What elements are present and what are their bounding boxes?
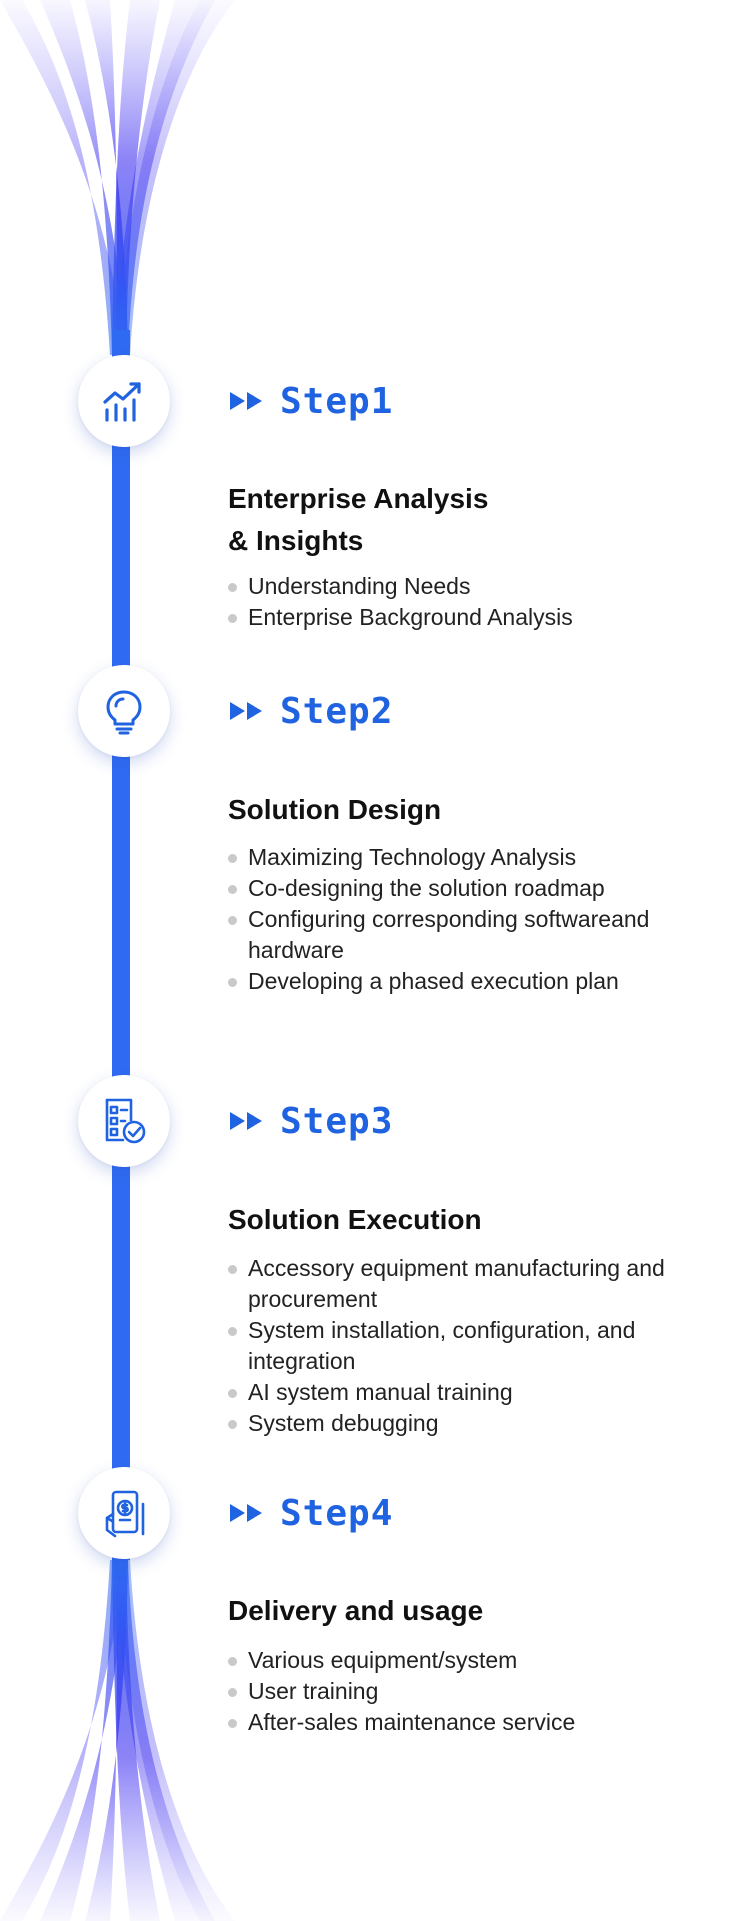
bullet-dot <box>228 583 237 592</box>
step-1-heading: Step1 <box>228 376 393 426</box>
timeline-line <box>112 330 130 1560</box>
list-item: Understanding Needs <box>228 571 708 602</box>
step-1-icon-badge <box>78 355 170 447</box>
list-item: Developing a phased execution plan <box>228 966 708 997</box>
bullet-dot <box>228 1719 237 1728</box>
bullet-dot <box>228 854 237 863</box>
list-item: Maximizing Technology Analysis <box>228 842 708 873</box>
step-2-title: Solution Design <box>228 794 442 825</box>
list-item: After-sales maintenance service <box>228 1707 708 1738</box>
step-2-label: Step2 <box>280 690 394 732</box>
step-1-list: Understanding Needs Enterprise Backgroun… <box>228 571 708 633</box>
step-4-title: Delivery and usage <box>228 1595 484 1626</box>
step-4-list: Various equipment/system User training A… <box>228 1645 708 1738</box>
step-4-heading: Step4 <box>228 1488 393 1538</box>
step-3-heading: Step3 <box>228 1096 393 1146</box>
list-item: Various equipment/system <box>228 1645 708 1676</box>
list-item: User training <box>228 1676 708 1707</box>
bullet-dot <box>228 1657 237 1666</box>
bullet-dot <box>228 916 237 925</box>
bullet-dot <box>228 1420 237 1429</box>
double-arrow-icon <box>230 1504 262 1522</box>
double-arrow-icon <box>230 392 262 410</box>
growth-chart-icon <box>103 382 141 422</box>
list-item: Enterprise Background Analysis <box>228 602 708 633</box>
step-3-title: Solution Execution <box>228 1204 482 1235</box>
mobile-payment-icon <box>105 1490 145 1538</box>
list-item: Co-designing the solution roadmap <box>228 873 708 904</box>
list-item: Configuring corresponding softwareand ha… <box>228 904 708 966</box>
bullet-dot <box>228 1265 237 1274</box>
step-3-icon-badge <box>78 1075 170 1167</box>
step-1-title: Enterprise Analysis & Insights <box>228 483 489 556</box>
double-arrow-icon <box>230 1112 262 1130</box>
checklist-icon <box>105 1098 146 1144</box>
bullet-dot <box>228 1327 237 1336</box>
list-item: AI system manual training <box>228 1377 708 1408</box>
step-1-label: Step1 <box>280 380 394 422</box>
step-2-icon-badge <box>78 665 170 757</box>
step-2-list: Maximizing Technology Analysis Co-design… <box>228 842 708 997</box>
bullet-dot <box>228 1389 237 1398</box>
step-4-icon-badge <box>78 1467 170 1559</box>
step-3-list: Accessory equipment manufacturing and pr… <box>228 1253 708 1439</box>
list-item: Accessory equipment manufacturing and pr… <box>228 1253 688 1315</box>
bullet-dot <box>228 1688 237 1697</box>
bullet-dot <box>228 885 237 894</box>
lightbulb-icon <box>106 690 142 735</box>
top-light-beams <box>0 0 235 355</box>
list-item: System installation, configuration, and … <box>228 1315 668 1377</box>
step-3-label: Step3 <box>280 1100 394 1142</box>
bullet-dot <box>228 978 237 987</box>
step-4-label: Step4 <box>280 1492 394 1534</box>
bullet-dot <box>228 614 237 623</box>
list-item: System debugging <box>228 1408 708 1439</box>
bottom-light-beams <box>0 1560 235 1921</box>
step-2-heading: Step2 <box>228 686 393 736</box>
double-arrow-icon <box>230 702 262 720</box>
